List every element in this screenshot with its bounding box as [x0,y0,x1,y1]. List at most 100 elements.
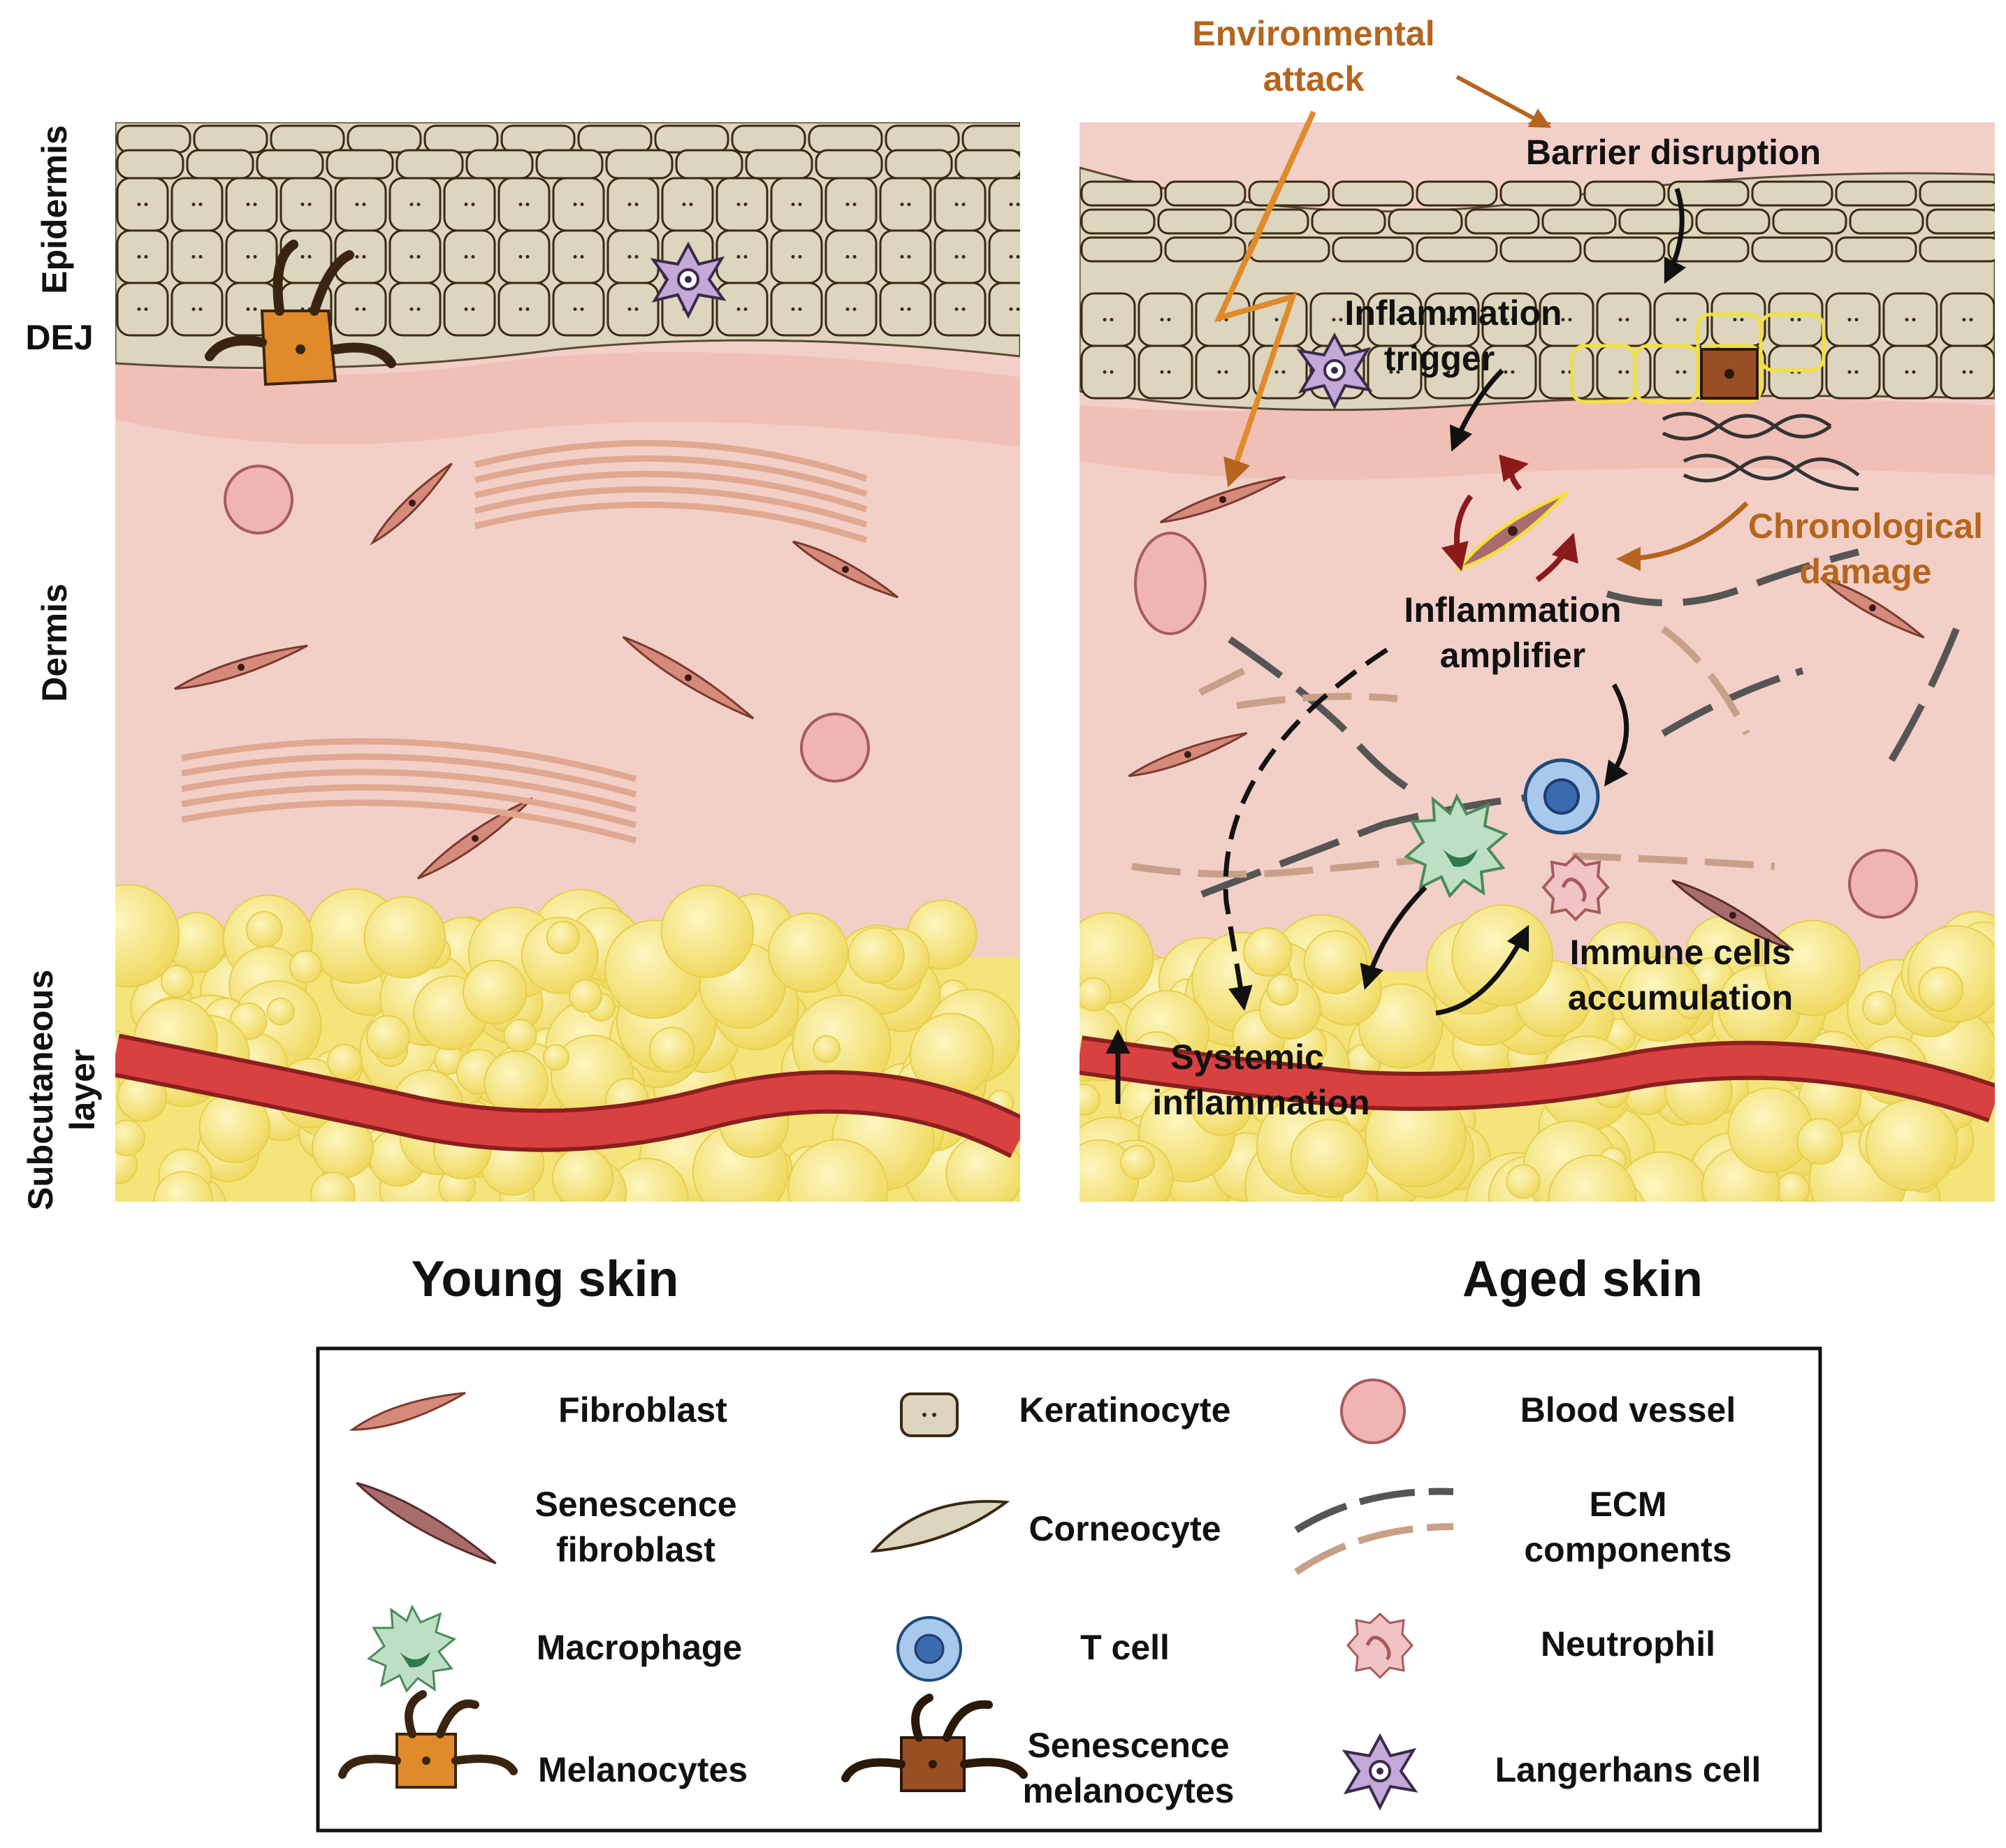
keratinocyte [1164,180,1247,207]
keratinocyte-nucleus [1016,255,1020,259]
legend-macrophage-icon [367,1604,456,1693]
fat-globule [289,950,323,984]
keratinocyte [388,177,442,232]
keratinocyte-nucleus [1561,318,1565,321]
label-inflammation-amplifier-1: Inflammation [1404,590,1621,630]
fat-globule [310,1171,356,1202]
keratinocyte-nucleus [627,203,632,206]
keratinocyte-nucleus [137,203,141,206]
keratinocyte [1825,344,1881,400]
keratinocyte-nucleus [253,255,257,259]
keratinocyte [988,177,1020,232]
keratinocyte [170,282,224,337]
keratinocyte [388,229,442,284]
keratinocyte [423,124,499,154]
keratinocyte [1138,344,1193,400]
keratinocyte-nucleus [627,307,632,311]
keratinocyte-nucleus [1016,203,1020,206]
fat-globule [1303,930,1368,995]
keratinocyte-nucleus [1847,318,1852,321]
keratinocyte [961,124,1020,154]
keratinocyte-nucleus [1625,370,1629,374]
keratinocyte-nucleus [409,307,414,311]
keratinocyte-nucleus [1854,370,1859,374]
keratinocyte [1138,292,1193,347]
keratinocyte [1583,180,1666,207]
keratinocyte-nucleus [1682,370,1687,374]
fat-globule [1775,1172,1810,1202]
label-systemic-2: inflammation [1152,1083,1369,1122]
legend-neutrophil-label: Neutrophil [1541,1624,1715,1664]
keratinocyte-nucleus [518,255,523,259]
fibroblast-nucleus [1184,751,1191,758]
young-skin-panel [115,122,1020,1202]
label-immune-cells-1: Immune cells [1570,933,1791,972]
keratinocyte-nucleus [1912,370,1916,374]
legend-blood-vessel-label: Blood vessel [1520,1390,1736,1429]
keratinocyte-nucleus [1962,370,1966,374]
collagen-fiber [181,753,637,798]
keratinocyte-nucleus [1453,370,1458,374]
keratinocyte-nucleus [300,203,305,206]
keratinocyte-nucleus [1733,318,1737,321]
legend-ecm-label-1: ECM [1589,1485,1666,1524]
keratinocyte-nucleus [961,307,966,311]
keratinocyte [815,149,883,180]
keratinocyte-nucleus [1568,318,1572,321]
keratinocyte [1882,344,1938,400]
keratinocyte [535,149,604,180]
keratinocyte-nucleus [1103,318,1107,321]
keratinocyte [824,229,878,284]
keratinocyte [1667,236,1750,263]
keratinocyte-nucleus [246,203,250,206]
fat-globule [551,1147,614,1202]
ecm-fragment [1606,548,1860,606]
keratinocyte [1541,208,1617,235]
fat-globule [1451,904,1554,1007]
keratinocyte-nucleus [798,307,802,311]
keratinocyte [715,282,769,337]
keratinocyte-nucleus [682,203,686,206]
keratinocyte-nucleus [627,255,632,259]
keratinocyte-nucleus [743,203,748,206]
fat-globule [115,884,180,988]
keratinocyte [1940,344,1995,400]
keratinocyte [465,149,534,180]
collagen-fiber [474,486,868,528]
keratinocyte-nucleus [471,307,475,311]
fat-globule [813,1035,841,1063]
keratinocyte-nucleus [961,255,966,259]
legend-ecm-icon [1294,1487,1454,1576]
keratinocyte [1080,236,1163,263]
keratinocyte [552,229,605,284]
blood-vessel-section [800,713,870,783]
keratinocyte [116,229,169,284]
keratinocyte [497,229,551,284]
young-melanocyte [205,240,396,386]
keratinocyte-nucleus [852,203,857,206]
keratinocyte [225,177,278,232]
keratinocyte-nucleus [1009,203,1013,206]
label-inflammation-trigger-2: trigger [1384,339,1495,378]
keratinocyte [1157,208,1233,235]
fibroblast [174,644,308,690]
keratinocyte [879,177,932,232]
keratinocyte [1080,344,1136,400]
keratinocyte-nucleus [1618,318,1622,321]
fibroblast [1820,577,1925,639]
fat-globule [546,920,580,954]
keratinocyte [1164,236,1247,263]
young-dej-band [115,349,1020,447]
keratinocyte [606,177,660,232]
keratinocyte-nucleus [845,203,850,206]
keratinocyte [1080,292,1136,347]
fibroblast [792,540,899,599]
ecm-fragment [1661,625,1750,736]
keratinocyte-nucleus [1682,318,1687,321]
ecm-fragment [1883,627,1960,771]
fat-globule [1506,1164,1541,1199]
keratinocyte-nucleus [900,255,904,259]
label-chronological-damage-2: damage [1800,552,1932,591]
keratinocyte-nucleus [191,255,196,259]
keratinocyte-nucleus [1016,307,1020,311]
